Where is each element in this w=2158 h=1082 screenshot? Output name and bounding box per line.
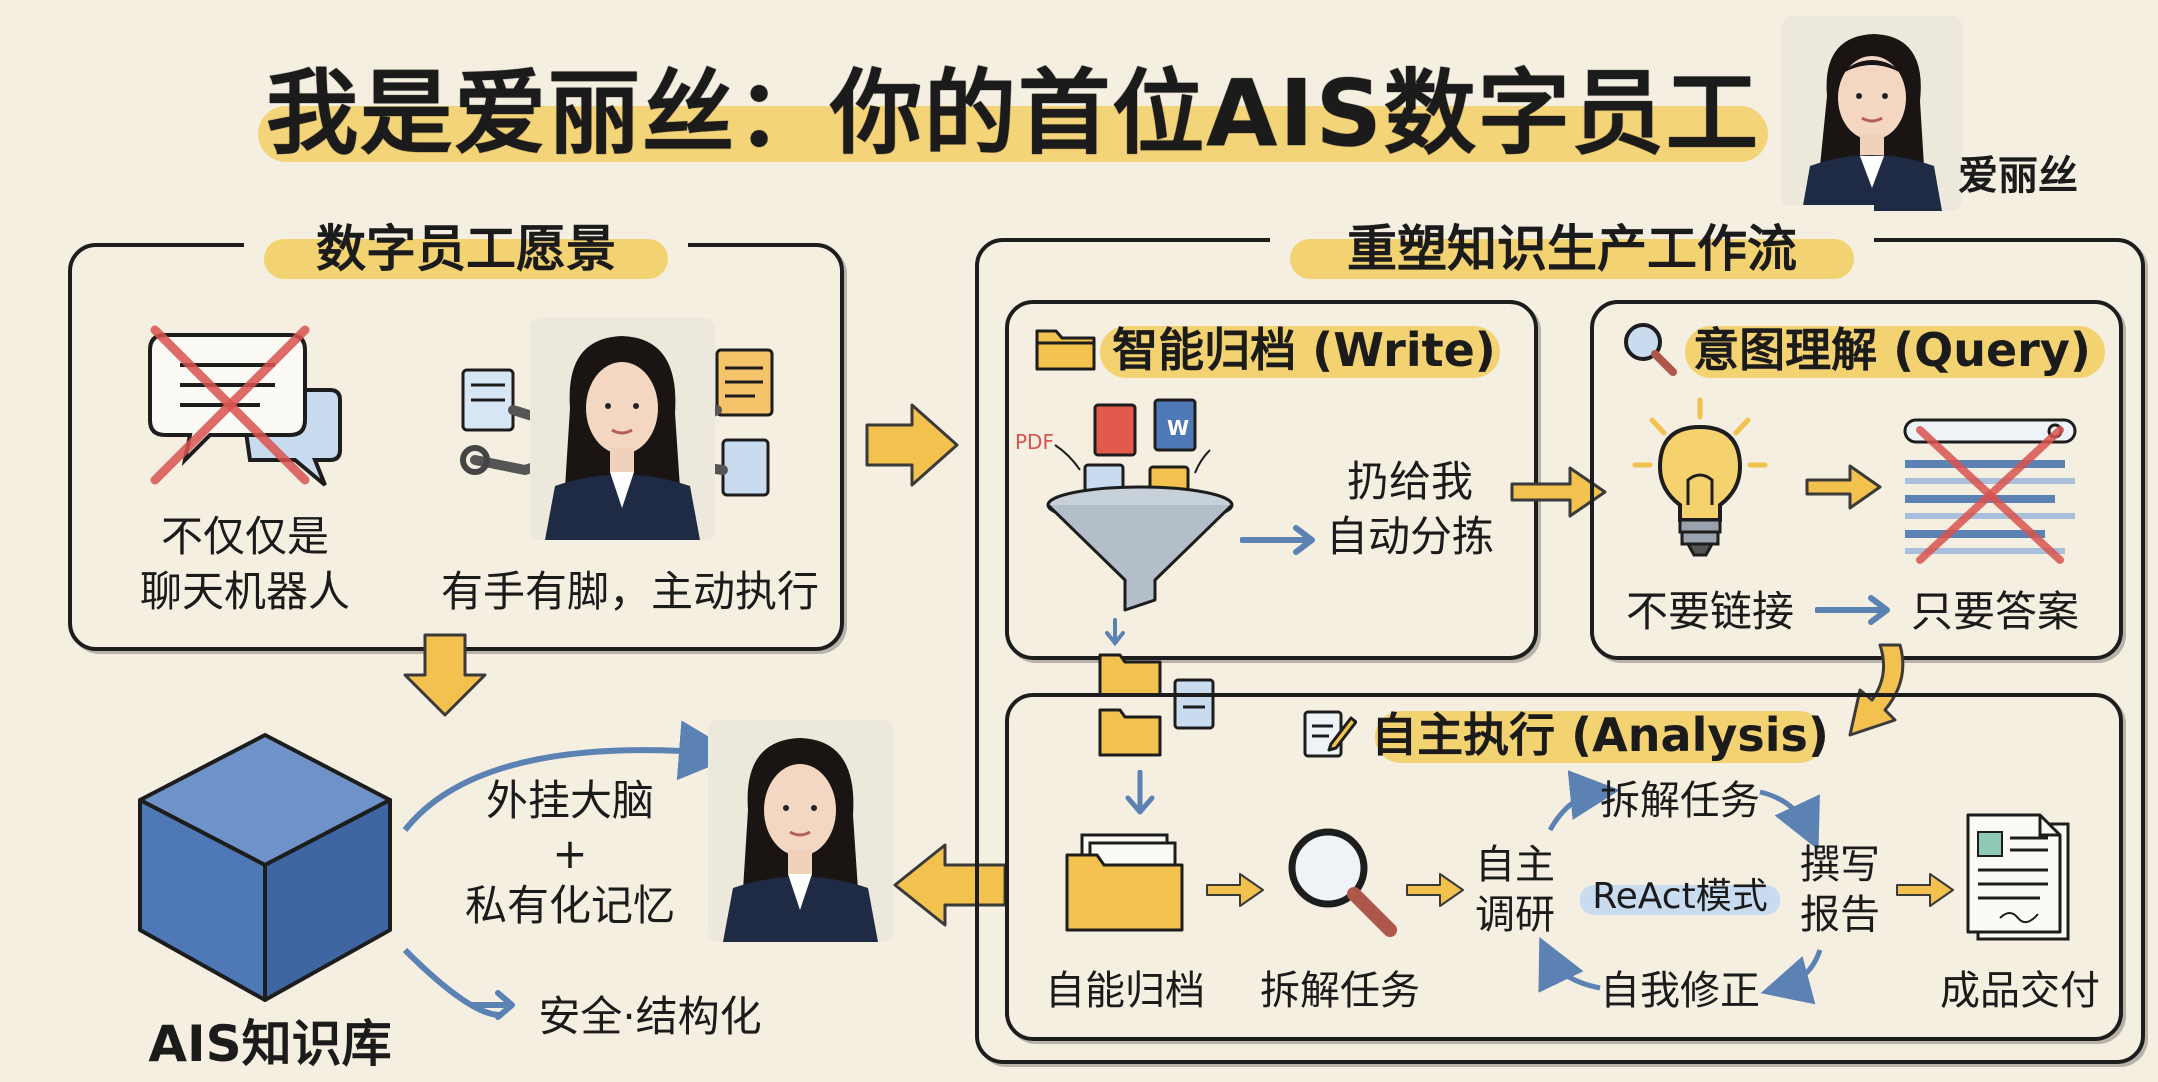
write-chip: 智能归档 (Write) [1030,310,1500,384]
loop-top-label: 拆解任务 [1600,778,1760,824]
arrow-folders-to-archive [1120,770,1160,820]
arrow-report-to-deliver [1895,870,1955,910]
folder-icon [1034,321,1098,373]
research-label: 自主 调研 [1475,842,1555,938]
not-chatbot-label: 不仅仅是 聊天机器人 [139,512,350,616]
vision-title-text: 数字员工愿景 [316,220,616,278]
self-correct-label: 自我修正 [1600,968,1760,1014]
folder-stack-icon [1095,615,1235,765]
archive-folder-icon [1062,825,1192,935]
arrow-bulb-to-results [1805,462,1885,512]
magnifier-icon [1619,318,1679,376]
title-highlight [258,106,1768,162]
avatar-knowledge [708,720,893,942]
avatar-top [1782,16,1962,211]
vision-title: 数字员工愿景 [244,205,688,285]
decompose-label: 拆解任务 [1260,968,1420,1014]
arrow-links-to-answer [1815,590,1895,630]
search-results-icon [1900,410,2080,570]
pdf-tag: PDF [1015,430,1054,454]
analysis-chip-label: 自主执行 (Analysis) [1371,708,1829,762]
no-links-label: 不要链接 [1625,587,1794,636]
arrow-right-yellow [862,400,962,490]
write-chip-label: 智能归档 (Write) [1112,323,1496,377]
arrow-query-to-analysis [1830,640,1940,750]
avatar-name: 爱丽丝 [1958,153,2078,199]
sort-label: 扔给我 自动分拣 [1325,457,1494,561]
analysis-box [1005,693,2123,1041]
magnifier-large-icon [1280,820,1400,940]
edit-note-icon [1301,704,1358,760]
answer-label: 只要答案 [1910,587,2079,636]
arrow-to-sort [1240,520,1320,560]
secure-label: 安全·结构化 [538,992,762,1041]
analysis-chip: 自主执行 (Analysis) [1303,695,1829,769]
lightbulb-icon [1630,395,1770,565]
query-box [1590,300,2123,660]
workflow-title: 重塑知识生产工作流 [1270,205,1874,285]
arrow-down-yellow [400,630,490,720]
write-box [1005,300,1538,660]
page-title: 我是爱丽丝：你的首位AIS数字员工 [266,59,1760,167]
cube-icon [130,725,400,1010]
react-mode-label: ReAct模式 [1592,876,1768,917]
query-chip-label: 意图理解 (Query) [1693,323,2091,377]
archive-label: 自能归档 [1045,968,1205,1014]
document-icon [1960,810,2080,945]
deliver-label: 成品交付 [1940,968,2100,1014]
arrow-to-secure [470,985,520,1025]
workflow-title-text: 重塑知识生产工作流 [1347,220,1797,278]
active-exec-label: 有手有脚，主动执行 [440,567,819,616]
cross-icon [145,320,315,490]
knowledge-name: AIS知识库 [148,1015,392,1073]
funnel-icon: W [1015,395,1235,625]
react-mode-tag: ReAct模式 [1580,865,1780,921]
curved-arrows [400,715,730,1025]
arrow-archive-to-decompose [1205,870,1265,910]
arrow-write-to-query [1510,462,1610,522]
arrow-decompose-to-loop [1405,870,1465,910]
write-report-label: 撰写 报告 [1800,842,1880,938]
avatar-vision [530,318,715,540]
query-chip: 意图理解 (Query) [1605,310,2105,384]
svg-text:W: W [1167,416,1189,440]
react-loop-arrows [1490,760,1850,1010]
brain-label: 外挂大脑 + 私有化记忆 [464,776,675,930]
